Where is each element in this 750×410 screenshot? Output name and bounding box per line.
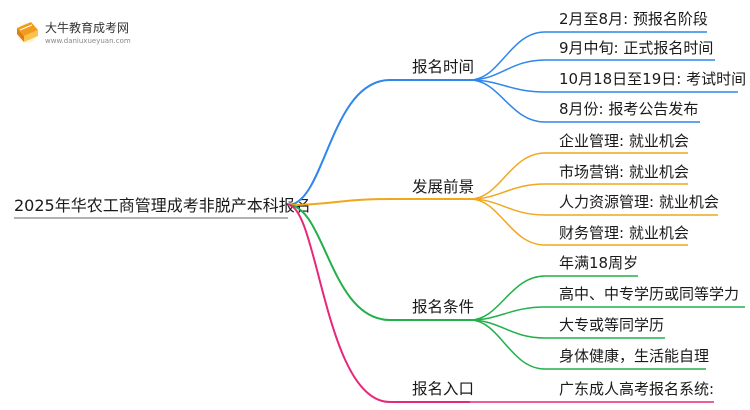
branch-label-conditions: 报名条件	[412, 298, 474, 316]
leaf-text: 9月中旬: 正式报名时间	[559, 39, 713, 57]
leaf-text: 2月至8月: 预报名阶段	[559, 10, 708, 28]
branch-label-entry: 报名入口	[412, 380, 474, 398]
branch-time-leaves: 2月至8月: 预报名阶段 9月中旬: 正式报名时间 10月18日至19日: 考试…	[469, 10, 746, 123]
logo-book-icon	[17, 22, 38, 43]
branch-prospects-leaves: 企业管理: 就业机会 市场营销: 就业机会 人力资源管理: 就业机会 财务管理:…	[469, 132, 719, 246]
leaf-text: 年满18周岁	[559, 254, 638, 272]
leaf-text: 财务管理: 就业机会	[559, 224, 689, 242]
logo-url: www.daniuxueyuan.com	[45, 37, 131, 45]
branch-label-prospects: 发展前景	[412, 178, 474, 196]
logo-title: 大牛教育成考网	[45, 20, 129, 35]
branch-label-time: 报名时间	[412, 58, 474, 76]
leaf-text: 身体健康，生活能自理	[559, 347, 709, 365]
leaf-text: 高中、中专学历或同等学力	[559, 285, 739, 303]
leaf-text: 人力资源管理: 就业机会	[559, 193, 719, 211]
leaf-text: 市场营销: 就业机会	[559, 163, 689, 181]
leaf-text: 广东成人高考报名系统:	[559, 380, 714, 398]
site-logo: 大牛教育成考网 www.daniuxueyuan.com	[17, 20, 131, 45]
root-connectors	[287, 79, 470, 403]
branch-entry-leaves: 广东成人高考报名系统:	[470, 380, 714, 403]
root-topic: 2025年华农工商管理成考非脱产本科报名	[14, 196, 311, 215]
leaf-text: 8月份: 报考公告发布	[559, 100, 698, 118]
leaf-text: 10月18日至19日: 考试时间	[559, 70, 746, 88]
branch-conditions-leaves: 年满18周岁 高中、中专学历或同等学力 大专或等同学历 身体健康，生活能自理	[469, 254, 745, 370]
leaf-text: 企业管理: 就业机会	[559, 132, 689, 150]
leaf-text: 大专或等同学历	[559, 316, 664, 334]
